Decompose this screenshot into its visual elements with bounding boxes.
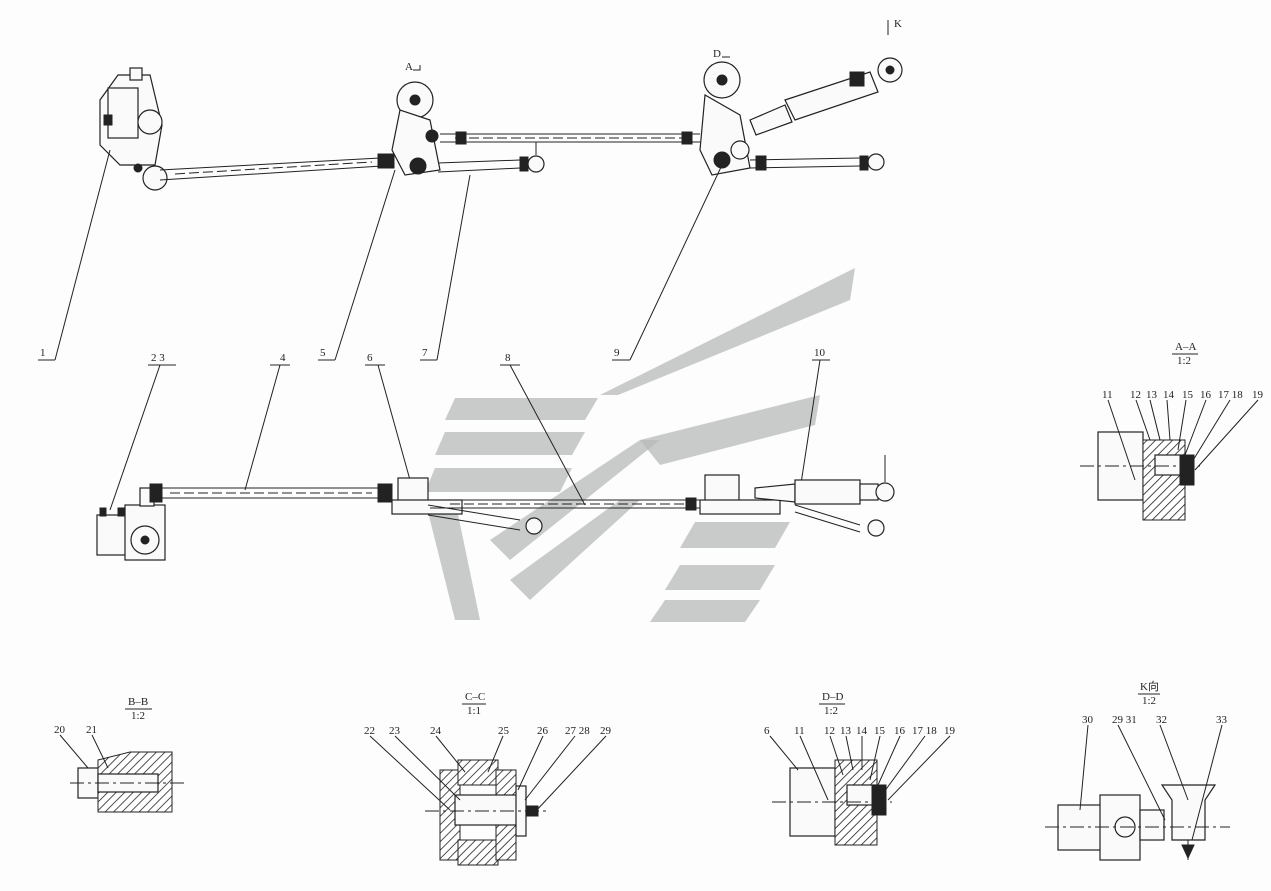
dd-label-15: 15 [874,725,886,737]
power-cylinder-front [794,455,895,537]
callout-10: 10 [814,347,826,359]
steering-gear-top [99,67,168,191]
section-cc: C–C 1:1 22 23 24 25 26 27 28 29 [364,691,612,866]
callout-9: 9 [614,347,620,359]
callout-6: 6 [367,352,373,364]
section-bb-scale: 1:2 [131,710,145,722]
section-bb-title: B–B [128,696,148,708]
callout-numbers: 1 2 3 4 5 6 7 8 9 10 [40,347,826,364]
steering-gear-front [96,487,166,561]
bb-label-21: 21 [86,724,97,736]
k-label-33: 33 [1216,714,1228,726]
drag-link-front [149,483,393,503]
section-bb: B–B 1:2 20 21 [54,696,185,813]
dd-label-12: 12 [824,725,835,737]
callout-4: 4 [280,352,286,364]
dd-label-16: 16 [894,725,906,737]
callout-1: 1 [40,347,46,359]
idler-arm-d: D [699,48,751,176]
k-label-29-31: 29 31 [1112,714,1137,726]
callout-8: 8 [505,352,511,364]
section-aa-scale: 1:2 [1177,355,1191,367]
view-k-leaders [1079,724,1223,841]
aa-label-11: 11 [1102,389,1113,401]
callout-5: 5 [320,347,326,359]
section-dd: D–D 1:2 6 11 12 13 14 15 16 17 18 19 [764,691,956,846]
section-cc-leaders [369,735,607,813]
relay-rod-front [430,497,700,511]
callout-leaders [38,149,830,511]
cc-label-29: 29 [600,725,612,737]
drag-link-left [159,153,395,181]
aa-label-17-18: 17 18 [1218,389,1243,401]
callout-2-3: 2 3 [151,352,165,364]
section-dd-leaders [769,735,951,801]
dd-label-6: 6 [764,725,770,737]
idler-bracket-front [391,477,543,535]
watermark-logo [425,268,855,622]
section-aa: A–A 1:2 11 12 13 14 15 16 17 18 19 [1080,341,1264,521]
bb-label-20: 20 [54,724,66,736]
section-dd-title: D–D [822,691,843,703]
top-view: A D [99,18,903,191]
view-marker-a: A [405,61,413,73]
dd-label-14: 14 [856,725,868,737]
view-k: K向 1:2 30 29 31 32 33 [1045,679,1230,861]
tie-rod-right-top [749,153,885,171]
k-label-30: 30 [1082,714,1094,726]
view-k-title: K向 [1140,679,1159,693]
cc-label-27-28: 27 28 [565,725,590,737]
idler-arm-a: A [391,61,441,176]
aa-label-12: 12 [1130,389,1141,401]
aa-label-16: 16 [1200,389,1212,401]
cc-label-23: 23 [389,725,401,737]
dd-label-13: 13 [840,725,852,737]
k-label-32: 32 [1156,714,1167,726]
section-aa-title: A–A [1175,341,1196,353]
tie-rod-7 [437,142,545,173]
section-cc-title: C–C [465,691,485,703]
cc-label-22: 22 [364,725,375,737]
section-aa-leaders [1107,399,1259,481]
cc-label-26: 26 [537,725,549,737]
callout-7: 7 [422,347,428,359]
view-marker-d: D [713,48,721,60]
dd-label-17-18: 17 18 [912,725,937,737]
front-view [96,455,895,561]
aa-label-15: 15 [1182,389,1194,401]
aa-label-19: 19 [1252,389,1264,401]
aa-label-14: 14 [1163,389,1175,401]
aa-label-13: 13 [1146,389,1158,401]
section-dd-scale: 1:2 [824,705,838,717]
idler-bracket-right-front [699,474,796,515]
cc-label-24: 24 [430,725,442,737]
view-k-scale: 1:2 [1142,695,1156,707]
view-marker-k: K [894,18,902,30]
power-cylinder-top: K [749,18,903,136]
dd-label-19: 19 [944,725,956,737]
section-cc-scale: 1:1 [467,705,481,717]
dd-label-11: 11 [794,725,805,737]
cc-label-25: 25 [498,725,510,737]
relay-rod [440,131,700,145]
